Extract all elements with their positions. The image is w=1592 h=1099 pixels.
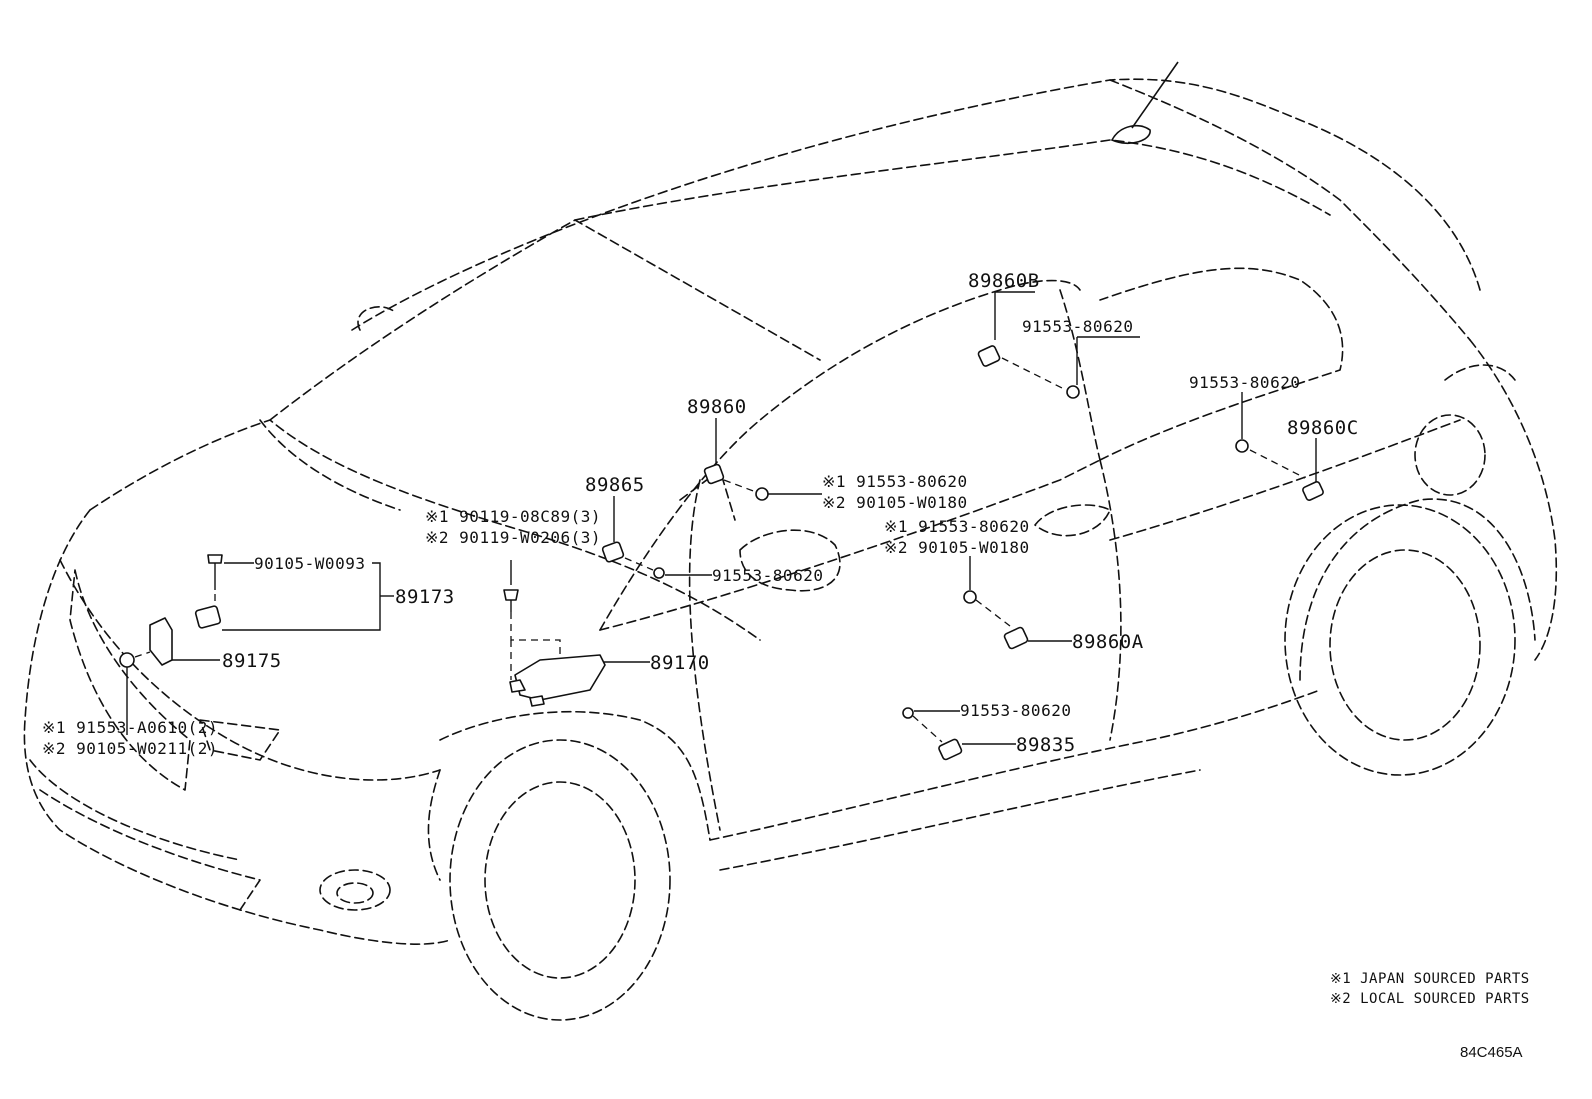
label-89173: 89173 — [395, 586, 455, 608]
legend-japan-sourced: ※1 JAPAN SOURCED PARTS — [1330, 971, 1530, 987]
label-89860A: 89860A — [1072, 631, 1144, 653]
label-door-local: ※2 90105-W0180 — [884, 538, 1030, 557]
label-91553-80620-rear: 91553-80620 — [1189, 373, 1300, 392]
label-89175: 89175 — [222, 650, 282, 672]
label-front-japan: ※1 91553-A0610(2) — [42, 718, 218, 737]
label-89170: 89170 — [650, 652, 710, 674]
label-89860-local: ※2 90105-W0180 — [822, 493, 968, 512]
label-91553-80620-89865: 91553-80620 — [712, 566, 823, 585]
roof-antenna — [1110, 61, 1179, 145]
bolt-89835-mount[interactable]: 91553-80620 — [902, 701, 1071, 720]
label-ecu-local: ※2 90119-W0206(3) — [425, 528, 601, 547]
diagram-code: 84C465A — [1460, 1044, 1523, 1061]
sensor-89860A[interactable]: 89860A — [1003, 626, 1144, 653]
label-89860-japan: ※1 91553-80620 — [822, 472, 968, 491]
bolt-90105-W0093[interactable]: 90105-W0093 — [207, 554, 365, 590]
label-ecu-japan: ※1 90119-08C89(3) — [425, 507, 601, 526]
bolt-91553-80620-b-pillar[interactable]: 91553-80620 — [1022, 317, 1140, 399]
sensor-89835[interactable]: 89835 — [938, 734, 1076, 761]
bolt-89865-mount[interactable]: 91553-80620 — [653, 566, 823, 585]
sensor-89860C[interactable]: 89860C — [1287, 417, 1359, 501]
bolt-91553-80620-rear[interactable]: 91553-80620 — [1189, 373, 1300, 453]
sensor-89173[interactable]: 89173 — [194, 562, 455, 631]
label-89860C: 89860C — [1287, 417, 1359, 439]
bolt-front-bracket[interactable]: ※1 91553-A0610(2) ※2 90105-W0211(2) — [42, 652, 218, 758]
bolt-ecu-mount[interactable]: ※1 90119-08C89(3) ※2 90119-W0206(3) — [425, 507, 601, 612]
label-90105-W0093: 90105-W0093 — [254, 554, 365, 573]
label-91553-80620-89835: 91553-80620 — [960, 701, 1071, 720]
label-89865: 89865 — [585, 474, 645, 496]
label-89835: 89835 — [1016, 734, 1076, 756]
legend: ※1 JAPAN SOURCED PARTS ※2 LOCAL SOURCED … — [1330, 971, 1530, 1007]
bolt-door-mount[interactable]: ※1 91553-80620 ※2 90105-W0180 — [884, 517, 1030, 604]
label-91553-80620-b-pillar: 91553-80620 — [1022, 317, 1133, 336]
car-outline — [23, 78, 1558, 1021]
airbag-ecu-89170[interactable]: 89170 — [509, 652, 710, 707]
legend-local-sourced: ※2 LOCAL SOURCED PARTS — [1330, 991, 1530, 1007]
label-door-japan: ※1 91553-80620 — [884, 517, 1030, 536]
label-89860B: 89860B — [968, 270, 1040, 292]
bracket-89175[interactable]: 89175 — [149, 617, 282, 672]
bolt-89860-mount[interactable]: ※1 91553-80620 ※2 90105-W0180 — [755, 472, 968, 512]
label-front-local: ※2 90105-W0211(2) — [42, 739, 218, 758]
sensor-89865[interactable]: 89865 — [585, 474, 645, 563]
label-89860: 89860 — [687, 396, 747, 418]
sensor-89860[interactable]: 89860 — [687, 396, 747, 485]
sensor-89860B[interactable]: 89860B — [968, 270, 1040, 367]
